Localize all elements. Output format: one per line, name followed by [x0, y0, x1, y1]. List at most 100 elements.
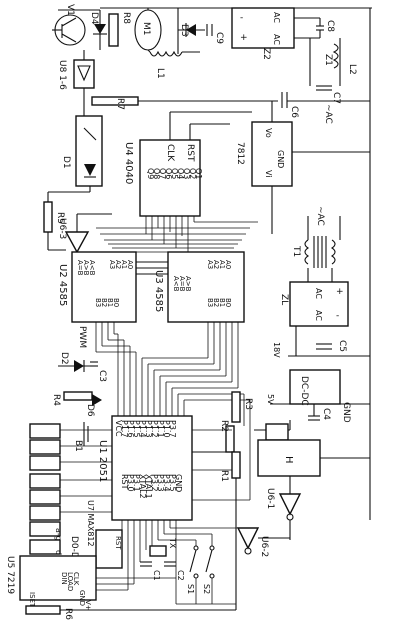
- reg-gnd: GND: [276, 150, 285, 168]
- u5-label: U5 7219: [5, 556, 15, 594]
- v18-label: 18V: [272, 342, 281, 358]
- u2-b2: B2: [100, 298, 108, 307]
- u6-3-label: U6-3: [57, 218, 67, 239]
- resistor-r1: [231, 451, 241, 479]
- u4-q1: Q1: [194, 168, 203, 179]
- resistor-r3: [231, 391, 241, 423]
- z2-label: Z2: [261, 48, 271, 60]
- u5-iset: ISET: [28, 592, 36, 608]
- r3-label: R3: [243, 398, 253, 410]
- u2-agtb: A>B: [82, 260, 90, 276]
- buffer-u6-1: [278, 493, 302, 516]
- opto-u8: [73, 59, 95, 89]
- reg-vi: Vi: [264, 170, 273, 178]
- l2-label: L2: [347, 64, 357, 75]
- s1-label: S1: [186, 584, 195, 594]
- u6-1-label: U6-1: [265, 488, 275, 509]
- ac-input-label: ~AC: [323, 104, 333, 124]
- switch-s1: [189, 545, 199, 579]
- crystal-tx: [149, 545, 167, 557]
- u5-gnd: GND: [78, 590, 86, 606]
- u1-p11: P1.1: [156, 420, 165, 438]
- u1-xtal2: XTAL2: [138, 474, 147, 499]
- u2-b3: B3: [94, 298, 102, 307]
- seg-label: D0-D7: [69, 536, 79, 565]
- reg-label: 7812: [235, 142, 245, 165]
- transistor-v1: [52, 14, 86, 46]
- bridge-zl: [289, 281, 349, 327]
- u4-q8: Q8: [152, 168, 161, 179]
- u2-a2: A2: [114, 260, 122, 269]
- zl-plus: +: [336, 287, 344, 297]
- u2-aeqb: A=B: [76, 260, 84, 276]
- u1-p15: P1.5: [132, 420, 141, 438]
- dp-label: dp: [54, 550, 63, 560]
- u1-p35: P3.5: [168, 474, 177, 492]
- h-label: H: [283, 456, 294, 464]
- heater-h: [257, 439, 321, 477]
- u4-q9: Q9: [146, 168, 155, 179]
- u2-a1: A1: [120, 260, 128, 269]
- z2-plus: +: [240, 33, 248, 43]
- u2-a0: A0: [126, 260, 134, 269]
- u4-label: U4 4040: [123, 142, 134, 184]
- u3-b1: B1: [218, 298, 226, 307]
- diode-d3: [177, 8, 205, 54]
- u1-p16: P1.6: [126, 420, 135, 438]
- zl-ac-right: AC: [314, 310, 323, 321]
- u4-q2: Q2: [188, 168, 197, 179]
- c4-label: C4: [321, 408, 331, 420]
- z2-ac-top: AC: [272, 12, 281, 23]
- u1-p13: P1.3: [144, 420, 153, 438]
- u1-p37: P3.7: [168, 420, 177, 438]
- u1-p14: P1.4: [138, 420, 147, 438]
- bridge-z2: [231, 7, 295, 49]
- u4-q5: Q5: [170, 168, 179, 179]
- chip-u1: [111, 415, 193, 521]
- u1-p12: P1.2: [150, 420, 159, 438]
- u6-2-label: U6-2: [259, 536, 269, 557]
- u4-q6: Q6: [164, 168, 173, 179]
- c6-label: C6: [289, 106, 299, 118]
- r8-label: R8: [121, 12, 131, 24]
- u2-b0: B0: [112, 298, 120, 307]
- chip-u4: [139, 139, 201, 217]
- chip-u2: [71, 251, 137, 323]
- u1-gnd: GND: [174, 474, 183, 492]
- chip-u5: [19, 555, 97, 601]
- z2-minus: -: [240, 13, 243, 23]
- reg-vo: Vo: [264, 128, 273, 138]
- u3-label: U3 4585: [153, 270, 164, 312]
- u1-p10: P1.0: [162, 420, 171, 438]
- u5-din: DIN: [60, 572, 68, 585]
- tx-label: TX: [168, 537, 177, 549]
- inductor-l1: [149, 50, 183, 57]
- c5-label: C5: [337, 340, 347, 352]
- u5-load: LOAD: [66, 572, 74, 591]
- r4-label: R4: [51, 394, 61, 406]
- resistor-r8: [108, 13, 119, 47]
- c9-label: C9: [214, 32, 224, 44]
- inductor-l2: [332, 43, 339, 69]
- l1-label: L1: [155, 68, 165, 79]
- z1-top-label: Z1: [323, 54, 333, 66]
- u3-a2: A2: [212, 260, 220, 269]
- t1-ac: ~AC: [315, 206, 325, 226]
- u3-a1: A1: [218, 260, 226, 269]
- r7-label: R7: [115, 98, 125, 110]
- u1-p34: P3.4: [162, 474, 171, 492]
- diode-d4: [93, 10, 107, 50]
- buffer-u6-3: [64, 231, 90, 254]
- z2-ac-bottom: AC: [272, 34, 281, 45]
- chip-u3: [167, 251, 245, 323]
- u1-p17: P1.7: [120, 420, 129, 438]
- switch-s2: [205, 545, 215, 579]
- u3-agtb: A>B: [184, 276, 192, 292]
- c2-label: C2: [176, 570, 185, 581]
- zl-label: ZL: [279, 294, 289, 305]
- t1-label: T1: [291, 245, 301, 257]
- resistor-r6: [25, 605, 61, 615]
- r5-label: R5: [55, 212, 65, 224]
- u3-b0: B0: [224, 298, 232, 307]
- u7-rst: RST: [114, 536, 122, 550]
